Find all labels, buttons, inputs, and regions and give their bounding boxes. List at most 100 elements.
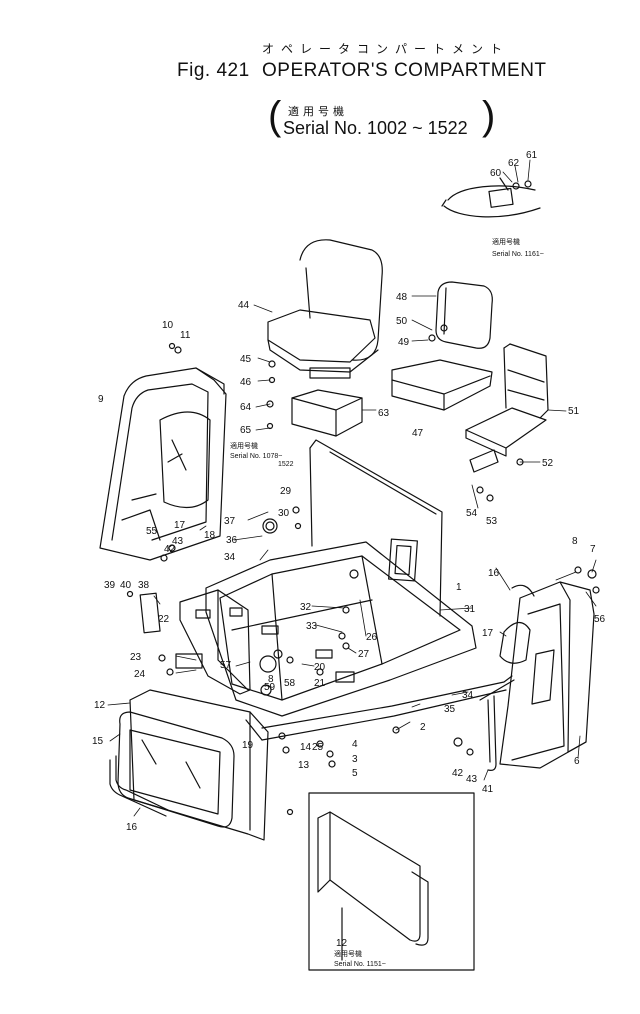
callout-3: 3: [352, 754, 358, 765]
callout-42-right: 42: [452, 768, 464, 779]
callout-8-right: 8: [572, 536, 578, 547]
right-side-panel: [499, 581, 595, 769]
cab-floor-body: [175, 439, 513, 741]
callout-41: 41: [482, 784, 494, 795]
front-handrail: [109, 755, 169, 817]
callout-58: 58: [284, 678, 296, 689]
callout-16-front: 16: [126, 822, 138, 833]
callout-47: 47: [412, 428, 424, 439]
backrest-cushion: [435, 281, 493, 349]
callout-9: 9: [98, 394, 104, 405]
callout-56: 56: [594, 614, 606, 625]
close-paren: ): [482, 94, 496, 138]
operator-seat: [267, 239, 383, 379]
callout-62: 62: [508, 158, 520, 169]
callout-37: 37: [224, 516, 236, 527]
callout-49: 49: [398, 337, 410, 348]
callout-52: 52: [542, 458, 554, 469]
callout-63: 63: [378, 408, 390, 419]
callout-50: 50: [396, 316, 408, 327]
callout-29: 29: [280, 486, 292, 497]
seat-frame: [465, 343, 549, 473]
seat-cushion: [391, 359, 493, 411]
callout-10: 10: [162, 320, 174, 331]
callout-27: 27: [358, 649, 370, 660]
serial-notes: 適用号機 Serial No. 1161~ 適用号機 Serial No. 10…: [230, 237, 544, 968]
callout-13: 13: [298, 760, 310, 771]
bracket-serial-1: Serial No. 1078~: [230, 453, 282, 460]
front-door-panel: [117, 689, 269, 841]
title-japanese: オペレータコンパートメント: [262, 42, 510, 56]
bracket-serial-jp: 適用号機: [230, 441, 258, 450]
seatbelt-serial: Serial No. 1161~: [492, 251, 544, 258]
callout-20: 20: [314, 662, 326, 673]
callout-45: 45: [240, 354, 252, 365]
callout-36: 36: [226, 535, 238, 546]
callout-34-right: 34: [462, 690, 474, 701]
fasteners: [126, 180, 600, 816]
callout-33: 33: [306, 621, 318, 632]
callout-6: 6: [574, 756, 580, 767]
bracket-serial-2: 1522: [278, 461, 294, 468]
callout-2: 2: [420, 722, 426, 733]
figure-number: Fig. 421: [177, 60, 250, 81]
callout-19: 19: [242, 740, 254, 751]
callout-17-right: 17: [482, 628, 494, 639]
callout-40: 40: [120, 580, 132, 591]
callout-25: 25: [312, 742, 324, 753]
inset-serial: Serial No. 1151~: [334, 961, 386, 968]
callout-44: 44: [238, 300, 250, 311]
seat-belt: [441, 177, 541, 218]
callout-5: 5: [352, 768, 358, 779]
callout-54: 54: [466, 508, 478, 519]
callout-35: 35: [444, 704, 456, 715]
callout-39: 39: [104, 580, 116, 591]
callout-7: 7: [590, 544, 596, 555]
callout-4: 4: [352, 739, 358, 750]
callout-43-right: 43: [466, 774, 478, 785]
callout-30: 30: [278, 508, 290, 519]
callout-46: 46: [240, 377, 252, 388]
callout-32: 32: [300, 602, 312, 613]
callout-1: 1: [456, 582, 462, 593]
left-side-panel: [99, 367, 227, 561]
callout-57: 57: [220, 660, 232, 671]
callout-65: 65: [240, 425, 252, 436]
callout-42-left: 42: [164, 544, 176, 555]
callout-43-left: 43: [172, 536, 184, 547]
callout-21: 21: [314, 678, 326, 689]
page-title: OPERATOR'S COMPARTMENT: [262, 60, 547, 81]
callout-53: 53: [486, 516, 498, 527]
callout-numbers: 1 2 3 4 5 6 7 8 8 9 10 11 12 12 13 14 15…: [92, 150, 606, 949]
right-handrail: [479, 679, 515, 771]
inset-box: [308, 792, 475, 971]
callout-61: 61: [526, 150, 538, 161]
callout-48: 48: [396, 292, 408, 303]
callout-55: 55: [146, 526, 158, 537]
inset-serial-jp: 適用号機: [334, 949, 362, 958]
open-paren: (: [268, 94, 282, 138]
callout-51: 51: [568, 406, 580, 417]
callout-8-center: 8: [268, 674, 274, 685]
callout-24: 24: [134, 669, 146, 680]
callout-22: 22: [158, 614, 170, 625]
serial-label-japanese: 適用号機: [288, 105, 348, 118]
callout-23: 23: [130, 652, 142, 663]
callout-17-left: 17: [174, 520, 186, 531]
callout-38: 38: [138, 580, 150, 591]
callout-18: 18: [204, 530, 216, 541]
callout-15: 15: [92, 736, 104, 747]
leader-lines: [107, 159, 597, 817]
serial-range: Serial No. 1002 ~ 1522: [283, 118, 468, 138]
callout-59: 59: [264, 682, 276, 693]
callout-11: 11: [180, 330, 191, 341]
callout-14: 14: [300, 742, 312, 753]
callout-34-left: 34: [224, 552, 236, 563]
callout-31: 31: [464, 604, 476, 615]
callout-12-inset: 12: [336, 938, 348, 949]
seatbelt-serial-jp: 適用号機: [492, 237, 520, 246]
seat-bracket: [291, 389, 363, 437]
callout-64: 64: [240, 402, 252, 413]
callout-12-main: 12: [94, 700, 106, 711]
